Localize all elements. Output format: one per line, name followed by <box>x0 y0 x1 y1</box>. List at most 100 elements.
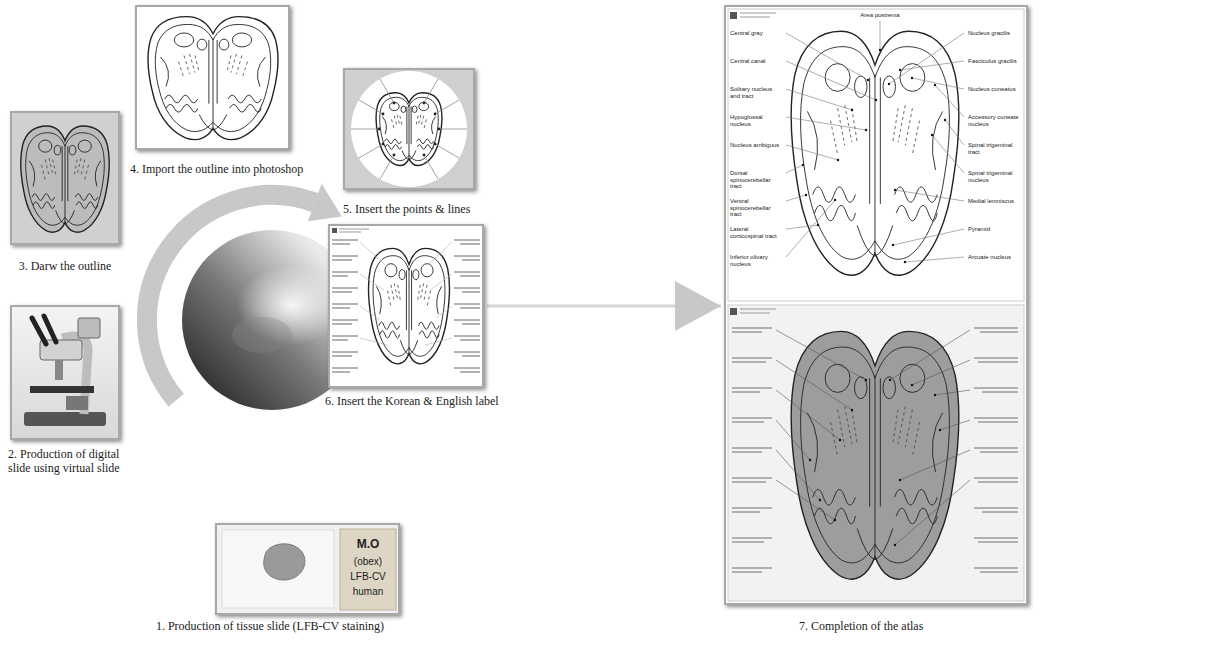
flow-arrow <box>487 281 721 331</box>
step-caption: 4. Import the outline into photoshop <box>130 162 340 176</box>
points-lines-drawing <box>393 154 396 157</box>
tissue-slide <box>215 523 400 615</box>
labelled-drawing <box>339 229 369 232</box>
outline-drawing <box>137 7 288 148</box>
structure-label: Lateral corticospinal tract <box>730 226 782 239</box>
points-lines-drawing <box>351 71 467 187</box>
atlas-page <box>934 84 936 86</box>
atlas-tissue-page <box>889 379 891 381</box>
atlas-page <box>802 164 804 166</box>
cycle-arrow <box>308 184 342 222</box>
structure-label: Accessory cuneate nucleus <box>968 114 1022 127</box>
slide-label: human <box>342 586 394 598</box>
atlas-page <box>867 79 869 81</box>
structure-label: Solitary nucleus and tract <box>730 86 782 99</box>
atlas-page <box>875 99 877 101</box>
atlas-page <box>802 49 946 263</box>
points-lines-drawing <box>378 102 441 157</box>
atlas-tissue-page <box>728 305 1024 601</box>
tissue-slide <box>340 529 396 610</box>
points-lines-drawing <box>345 70 473 188</box>
labelled-drawing <box>332 240 480 372</box>
structure-label: Spinal trigeminal tract <box>968 142 1022 155</box>
structure-label: Nucleus cuneatus <box>968 86 1022 93</box>
structure-label: Nucleus ambiguus <box>730 142 782 149</box>
slide-label: LFB-CV <box>342 571 394 583</box>
gradient-sphere <box>232 317 292 353</box>
atlas-page <box>726 7 1026 603</box>
structure-label: Fasciculus gracilis <box>968 58 1022 65</box>
tissue-slide <box>215 523 400 615</box>
points-lines-drawing <box>423 154 426 157</box>
atlas-tissue-page <box>834 519 836 521</box>
atlas-page <box>888 83 890 85</box>
step-caption: 7. Completion of the atlas <box>799 619 999 633</box>
outline-drawing <box>21 126 109 232</box>
atlas-page <box>904 261 906 263</box>
arrow-head <box>675 281 721 331</box>
atlas-tissue-page <box>899 479 901 481</box>
labelled-drawing <box>330 226 482 386</box>
microscope <box>32 316 56 344</box>
structure-label: Nucleus gracilis <box>968 30 1022 37</box>
labelled-drawing <box>330 226 482 386</box>
microscope <box>78 318 100 338</box>
structure-label: Arcuate nucleus <box>968 254 1022 261</box>
step-caption: 2. Production of digital slide using vir… <box>8 447 140 475</box>
points-lines-drawing <box>438 128 441 131</box>
atlas-tissue-page <box>809 459 811 461</box>
structure-label: Medial lemniscus <box>968 198 1022 205</box>
microscope <box>12 307 118 438</box>
step-panel: 1. Production of tissue slide (LFB-CV st… <box>215 523 400 615</box>
atlas-tissue-page <box>819 499 821 501</box>
microscope <box>55 360 63 380</box>
atlas-tissue-page <box>894 544 896 546</box>
points-lines-drawing <box>434 143 437 146</box>
atlas-page <box>899 69 901 71</box>
atlas-tissue-page <box>728 305 1024 601</box>
atlas-tissue-page <box>939 429 941 431</box>
microscope <box>66 396 88 410</box>
atlas-tissue-page <box>934 394 936 396</box>
points-lines-drawing <box>382 143 385 146</box>
atlas-page <box>834 199 836 201</box>
tissue-slide <box>222 530 334 608</box>
structure-label: Dorsal spinocerebellar tract <box>730 170 782 190</box>
structure-label: Pyramid <box>968 226 1022 233</box>
atlas-page <box>837 159 839 161</box>
atlas-page <box>730 12 737 19</box>
atlas-page <box>911 77 913 79</box>
structure-label: Central canal <box>730 58 782 65</box>
step-caption: 6. Insert the Korean & English label <box>325 394 525 408</box>
atlas-page <box>851 109 853 111</box>
step-panel: 5. Insert the points & lines <box>343 68 475 190</box>
atlas-tissue-page <box>865 379 867 381</box>
points-lines-drawing <box>345 70 473 188</box>
step-caption: 1. Production of tissue slide (LFB-CV st… <box>130 619 410 633</box>
atlas-page <box>892 244 894 246</box>
outline-drawing <box>12 113 118 243</box>
atlas-tissue-page <box>730 308 737 315</box>
structure-label: Area postrema <box>845 12 915 19</box>
points-lines-drawing <box>351 79 467 179</box>
atlas-page <box>740 13 776 17</box>
tissue-slide <box>264 544 305 580</box>
points-lines-drawing <box>382 113 385 116</box>
points-lines-drawing <box>393 102 396 105</box>
structure-label: Spinal trigeminal nucleus <box>968 170 1022 183</box>
atlas-page <box>805 194 807 196</box>
atlas-page <box>728 9 1024 301</box>
points-lines-drawing <box>378 128 381 131</box>
microscope <box>12 307 118 438</box>
step-caption: 5. Insert the points & lines <box>343 202 508 216</box>
atlas-tissue-page <box>776 330 970 545</box>
structure-label: Ventral spinocerebellar tract <box>730 198 782 218</box>
points-lines-drawing <box>376 93 442 166</box>
atlas-page <box>817 224 819 226</box>
structure-label: Hypoglossal nucleus <box>730 114 782 127</box>
microscope <box>24 412 106 426</box>
labelled-drawing <box>360 242 452 345</box>
